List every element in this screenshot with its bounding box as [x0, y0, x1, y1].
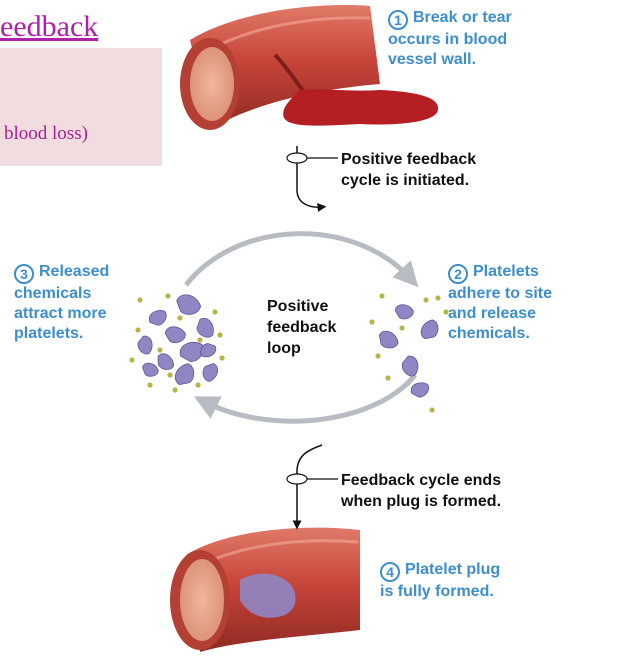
slide-title: eedback	[0, 10, 99, 43]
initiated-annotation: Positive feedback cycle is initiated.	[341, 149, 476, 191]
loop-label: Positive feedback loop	[267, 296, 336, 359]
step-3: 3 Released chemicals attract more platele…	[14, 262, 109, 344]
platelet-plug	[240, 573, 296, 618]
platelet	[401, 355, 419, 377]
chemical-granule	[137, 297, 143, 303]
platelet	[196, 317, 214, 338]
note-text: blood loss)	[4, 123, 88, 144]
step-4-line-1: Platelet plug	[405, 561, 501, 578]
platelet	[420, 319, 439, 340]
initiation-arrow	[286, 146, 338, 212]
chemical-granule	[177, 315, 183, 321]
step-1-line-3: vessel wall.	[388, 51, 477, 68]
step-3-line-1: Released	[39, 263, 110, 280]
chemical-granule	[435, 295, 441, 301]
chemical-granule	[135, 327, 141, 333]
platelet	[164, 326, 186, 344]
platelet	[410, 382, 430, 398]
step-3-line-3: attract more	[14, 305, 107, 322]
chemical-granule	[165, 293, 171, 299]
loop-label-line-2: feedback	[267, 319, 337, 336]
chemical-granule	[443, 309, 449, 315]
chemical-granule	[369, 319, 375, 325]
plugged-vessel-illustration	[170, 527, 360, 652]
ends-annotation: Feedback cycle ends when plug is formed.	[341, 470, 501, 512]
chemical-granule	[379, 293, 385, 299]
chemical-granule	[385, 375, 391, 381]
platelet	[176, 294, 201, 315]
positive-feedback-loop-arrows	[184, 231, 419, 424]
torn-vessel-illustration	[180, 5, 439, 130]
step-1-line-1: Break or tear	[413, 9, 512, 26]
platelet	[174, 363, 195, 385]
right-platelet-cluster	[369, 293, 449, 413]
chemical-granule	[212, 309, 218, 315]
step-1-number: 1	[388, 10, 408, 30]
ends-line-2: when plug is formed.	[341, 493, 502, 510]
chemical-granule	[147, 382, 153, 388]
platelet	[137, 335, 153, 355]
initiated-line-1: Positive feedback	[341, 151, 477, 168]
termination-arrow	[286, 444, 338, 530]
chemical-granule	[197, 337, 203, 343]
ends-line-1: Feedback cycle ends	[341, 472, 502, 489]
step-3-number: 3	[14, 264, 34, 284]
platelet	[142, 362, 159, 377]
step-1-line-2: occurs in blood	[388, 31, 508, 48]
chemical-granule	[195, 382, 201, 388]
platelet	[148, 310, 167, 326]
step-3-line-2: chemicals	[14, 285, 92, 302]
chemical-granule	[129, 357, 135, 363]
chemical-granule	[399, 325, 405, 331]
note-box	[0, 48, 162, 166]
chemical-granule	[429, 407, 435, 413]
chemical-granule	[423, 297, 429, 303]
loop-label-line-3: loop	[267, 340, 301, 357]
platelet	[202, 363, 219, 382]
left-platelet-cluster	[129, 293, 225, 393]
chemical-granule	[375, 353, 381, 359]
step-4: 4 Platelet plug is fully formed.	[380, 560, 500, 602]
step-4-number: 4	[380, 562, 400, 582]
platelet	[200, 343, 217, 358]
platelet	[394, 304, 414, 320]
platelet	[157, 353, 175, 370]
chemical-granule	[157, 347, 163, 353]
chemical-granule	[167, 372, 173, 378]
initiated-line-2: cycle is initiated.	[341, 172, 470, 189]
step-2-number: 2	[448, 264, 468, 284]
chemical-granule	[219, 355, 225, 361]
step-2-line-2: adhere to site	[448, 285, 553, 302]
chemical-granule	[217, 332, 223, 338]
step-2-line-1: Platelets	[473, 263, 539, 280]
step-2-line-3: and release	[448, 305, 537, 322]
step-4-line-2: is fully formed.	[380, 583, 494, 600]
loop-label-line-1: Positive	[267, 298, 329, 315]
step-1: 1 Break or tear occurs in blood vessel wa…	[388, 8, 512, 70]
chemical-granule	[172, 387, 178, 393]
platelet	[378, 330, 399, 349]
step-2: 2 Platelets adhere to site and release ch…	[448, 262, 552, 344]
step-2-line-4: chemicals.	[448, 325, 530, 342]
platelet	[179, 341, 204, 362]
step-3-line-4: platelets.	[14, 325, 84, 342]
